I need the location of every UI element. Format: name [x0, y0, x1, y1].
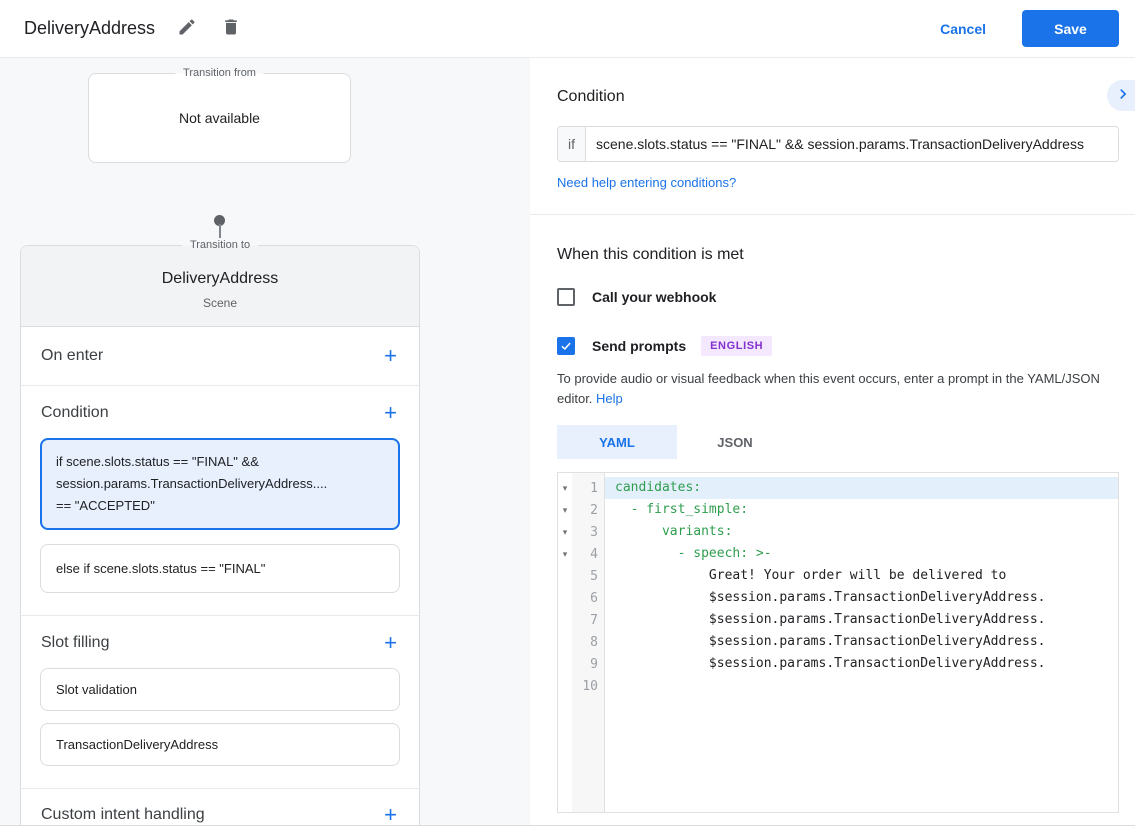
code-text: - speech: >- [615, 546, 772, 561]
collapse-panel-button[interactable] [1107, 80, 1135, 111]
yaml-code-editor[interactable]: ▾ 1 candidates: ▾ 2 - first_simple: ▾ 3 [557, 472, 1119, 813]
connector-dot [214, 215, 225, 226]
save-button[interactable]: Save [1022, 10, 1119, 47]
page-title: DeliveryAddress [24, 18, 156, 38]
fold-arrow-icon[interactable]: ▾ [562, 549, 568, 559]
transition-from-value: Not available [179, 110, 260, 126]
prompts-description: To provide audio or visual feedback when… [557, 369, 1119, 409]
slot-filling-section: Slot filling + Slot validation Transacti… [21, 616, 419, 789]
code-text: $session.params.TransactionDeliveryAddre… [615, 612, 1046, 627]
condition-section: Condition + if scene.slots.status == "FI… [21, 386, 419, 616]
send-prompts-checkbox[interactable] [557, 337, 575, 355]
condition-editor-section: Condition if Need help entering conditio… [530, 58, 1135, 214]
code-text: - first_simple: [615, 502, 749, 517]
webhook-row: Call your webhook [557, 288, 1119, 306]
on-enter-title: On enter [41, 347, 104, 364]
section-divider [530, 214, 1135, 215]
prompts-help-link[interactable]: Help [596, 391, 623, 406]
transition-from-label: Transition from [175, 66, 264, 80]
webhook-checkbox[interactable] [557, 288, 575, 306]
code-line[interactable]: ▾ 4 - speech: >- [558, 543, 1118, 565]
trash-icon [221, 17, 241, 40]
editor-gutter [572, 473, 605, 812]
prompts-description-text: To provide audio or visual feedback when… [557, 371, 1100, 406]
on-enter-row: On enter + [21, 327, 419, 386]
conditions-help-link[interactable]: Need help entering conditions? [557, 175, 737, 190]
condition-card-else[interactable]: else if scene.slots.status == "FINAL" [40, 544, 400, 593]
condition-panel-title: Condition [557, 88, 625, 105]
condition-expression-row: if [557, 126, 1119, 162]
send-prompts-label: Send prompts [592, 338, 687, 354]
when-condition-met-section: When this condition is met Call your web… [530, 215, 1135, 813]
slot-filling-title: Slot filling [41, 634, 110, 651]
tab-json[interactable]: JSON [677, 425, 793, 459]
slot-transaction-card[interactable]: TransactionDeliveryAddress [40, 723, 400, 766]
language-badge: ENGLISH [701, 336, 773, 356]
fold-arrow-icon[interactable]: ▾ [562, 483, 568, 493]
condition-expression-input[interactable] [586, 127, 1118, 161]
line-number: 4 [590, 546, 598, 562]
line-number: 3 [590, 524, 598, 540]
condition-detail-panel: Condition if Need help entering conditio… [530, 58, 1135, 825]
webhook-label: Call your webhook [592, 289, 717, 305]
line-number: 10 [582, 678, 598, 694]
custom-intent-row: Custom intent handling + [21, 789, 419, 826]
add-condition-button[interactable]: + [384, 400, 397, 425]
code-line[interactable]: 5 Great! Your order will be delivered to [558, 565, 1118, 587]
edit-title-button[interactable] [175, 17, 199, 41]
code-line[interactable]: ▾ 1 candidates: [558, 477, 1118, 499]
code-line[interactable]: 9 $session.params.TransactionDeliveryAdd… [558, 653, 1118, 675]
scene-diagram-panel: Transition from Not available Transition… [0, 58, 530, 825]
fold-arrow-icon[interactable]: ▾ [562, 505, 568, 515]
code-text: Great! Your order will be delivered to [615, 568, 1007, 583]
code-line[interactable]: 7 $session.params.TransactionDeliveryAdd… [558, 609, 1118, 631]
if-label: if [558, 127, 586, 161]
code-text: $session.params.TransactionDeliveryAddre… [615, 634, 1046, 649]
line-number: 9 [590, 656, 598, 672]
slot-validation-card[interactable]: Slot validation [40, 668, 400, 711]
code-line[interactable]: 8 $session.params.TransactionDeliveryAdd… [558, 631, 1118, 653]
condition-title: Condition [41, 404, 109, 421]
add-on-enter-button[interactable]: + [384, 343, 397, 368]
line-number: 5 [590, 568, 598, 584]
code-text: $session.params.TransactionDeliveryAddre… [615, 656, 1046, 671]
code-line[interactable]: ▾ 2 - first_simple: [558, 499, 1118, 521]
code-line[interactable]: 6 $session.params.TransactionDeliveryAdd… [558, 587, 1118, 609]
code-text: candidates: [605, 477, 1118, 499]
cancel-button[interactable]: Cancel [940, 20, 986, 37]
line-number: 6 [590, 590, 598, 606]
pencil-icon [177, 17, 197, 40]
delete-scene-button[interactable] [219, 17, 243, 41]
scene-name: DeliveryAddress [161, 270, 279, 287]
scene-type: Scene [202, 296, 238, 310]
fold-arrow-icon[interactable]: ▾ [562, 527, 568, 537]
line-number: 7 [590, 612, 598, 628]
transition-from-box: Transition from Not available [88, 66, 351, 163]
line-number: 2 [590, 502, 598, 518]
chevron-right-icon [1109, 84, 1133, 107]
code-line[interactable]: ▾ 3 variants: [558, 521, 1118, 543]
code-text: variants: [615, 524, 733, 539]
line-number: 8 [590, 634, 598, 650]
editor-format-tabs: YAML JSON [557, 425, 1119, 459]
line-number: 1 [590, 480, 598, 496]
send-prompts-row: Send prompts ENGLISH [557, 336, 1119, 356]
add-slot-button[interactable]: + [384, 630, 397, 655]
code-line[interactable]: 10 [558, 675, 1118, 697]
transition-to-label: Transition to [181, 238, 259, 252]
top-toolbar: DeliveryAddress Cancel Save [0, 0, 1135, 58]
transition-to-card: Transition to DeliveryAddress Scene On e… [20, 238, 420, 826]
condition-card-selected[interactable]: if scene.slots.status == "FINAL" && sess… [40, 438, 400, 530]
scene-header[interactable]: DeliveryAddress Scene [21, 246, 419, 327]
add-custom-intent-button[interactable]: + [384, 802, 397, 826]
when-met-title: When this condition is met [557, 246, 744, 263]
custom-intent-title: Custom intent handling [41, 806, 205, 823]
tab-yaml[interactable]: YAML [557, 425, 677, 459]
code-text: $session.params.TransactionDeliveryAddre… [615, 590, 1046, 605]
